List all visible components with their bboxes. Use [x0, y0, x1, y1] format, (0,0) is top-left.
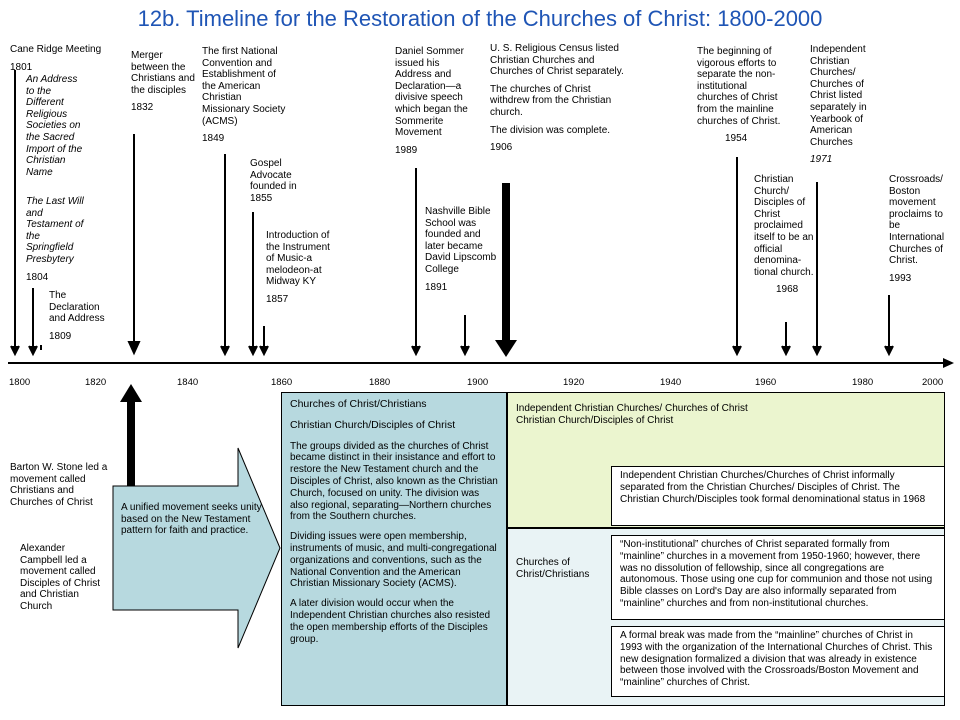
event-label: The Declaration and Address: [49, 290, 105, 325]
event-merger: Merger between the Christians and the di…: [131, 50, 197, 114]
green-box-line: Independent Christian Churches/ Churches…: [516, 403, 748, 414]
event-cane-ridge: Cane Ridge Meeting 1801: [10, 44, 101, 73]
event-gospel-advocate: Gospel Advocate founded in 1855: [250, 158, 310, 204]
arrow-1954: [732, 157, 742, 357]
event-instrument: Introduction of the Instrument of Music-…: [266, 230, 336, 306]
event-year: 1954: [725, 133, 748, 145]
event-year: 1849: [202, 133, 225, 145]
axis-label: 1920: [563, 377, 585, 388]
event-year: 1906: [490, 142, 513, 154]
event-year: 1891: [425, 281, 448, 293]
event-label: Nashville Bible School was founded and l…: [425, 206, 497, 275]
arrow-1855: [248, 212, 258, 357]
event-year: 1832: [131, 102, 154, 114]
axis-label: 1860: [271, 377, 293, 388]
event-label: Christian Church/ Disciples of Christ pr…: [754, 174, 814, 278]
event-label: Merger between the Christians and the di…: [131, 50, 195, 96]
event-denomination: Christian Church/ Disciples of Christ pr…: [754, 174, 814, 296]
center-heading-1: Churches of Christ/Christians: [290, 398, 427, 410]
event-label: The Last Will and Testament of the Sprin…: [26, 196, 84, 265]
event-year: 1971: [810, 154, 833, 166]
arrow-1993: [884, 295, 894, 357]
event-nashville: Nashville Bible School was founded and l…: [425, 206, 497, 293]
event-label: U. S. Religious Census listed Christian …: [490, 43, 624, 78]
event-noninstitutional: The beginning of vigorous efforts to sep…: [697, 46, 789, 145]
axis-label: 1940: [660, 377, 682, 388]
center-box: Churches of Christ/Christians Christian …: [281, 392, 507, 706]
event-address: An Address to the Different Religious So…: [26, 74, 88, 178]
unity-arrow-shape: [112, 447, 281, 649]
event-year: 1993: [889, 272, 912, 284]
event-last-will: The Last Will and Testament of the Sprin…: [26, 196, 88, 283]
axis-label: 1960: [755, 377, 777, 388]
event-census: U. S. Religious Census listed Christian …: [490, 43, 630, 154]
arrow-1801: [10, 70, 20, 357]
event-independent: Independent Christian Churches/ Churches…: [810, 44, 878, 166]
event-year: 1968: [776, 284, 799, 296]
event-crossroads: Crossroads/ Boston movement proclaims to…: [889, 174, 955, 284]
event-year: 1809: [49, 330, 72, 342]
axis-label: 2000: [922, 377, 944, 388]
arrow-1971: [812, 182, 822, 357]
note-noninstitutional: “Non-institutional” churches of Christ s…: [611, 535, 945, 620]
arrow-1968: [781, 322, 791, 357]
axis-label: 1840: [177, 377, 199, 388]
note-stone: Barton W. Stone led a movement called Ch…: [10, 462, 108, 508]
event-declaration: The Declaration and Address 1809: [49, 290, 115, 342]
axis-label: 1820: [85, 377, 107, 388]
event-label: The division was complete.: [490, 124, 611, 136]
axis-arrowhead: [943, 358, 954, 368]
center-paragraph: The groups divided as the churches of Ch…: [290, 440, 498, 523]
event-label: The beginning of vigorous efforts to sep…: [697, 46, 781, 127]
arrow-1832: [127, 134, 141, 356]
note-1968: Independent Christian Churches/Churches …: [611, 466, 945, 526]
arrow-1804: [28, 288, 38, 357]
blue-box-label: Churches of Christ/Christians: [516, 557, 590, 580]
note-campbell: Alexander Campbell led a movement called…: [20, 543, 101, 612]
event-label: Cane Ridge Meeting: [10, 44, 102, 55]
event-label: Independent Christian Churches/ Churches…: [810, 44, 867, 148]
event-label: Gospel Advocate founded in 1855: [250, 158, 297, 204]
page-title: 12b. Timeline for the Restoration of the…: [137, 6, 823, 31]
center-heading-2: Christian Church/Disciples of Christ: [290, 418, 456, 431]
green-box-line: Christian Church/Disciples of Christ: [516, 414, 674, 426]
arrow-1849: [220, 154, 230, 357]
axis-label: 1800: [9, 377, 31, 388]
event-label: The churches of Christ withdrew from the…: [490, 83, 612, 118]
event-year: 1801: [10, 61, 33, 73]
event-acms: The first National Convention and Establ…: [202, 46, 292, 145]
arrow-1906-bold: [495, 183, 517, 357]
event-year: 1857: [266, 293, 289, 305]
event-label: Introduction of the Instrument of Music-…: [266, 230, 330, 288]
event-label: An Address to the Different Religious So…: [26, 74, 83, 178]
event-sommer: Daniel Sommer issued his Address and Dec…: [395, 46, 475, 156]
arrow-1891: [460, 315, 470, 357]
unity-arrow-text: A unified movement seeks unity based on …: [121, 502, 262, 537]
axis-label: 1880: [369, 377, 391, 388]
event-label: The first National Convention and Establ…: [202, 46, 286, 127]
center-paragraph: Dividing issues were open membership, in…: [290, 531, 497, 590]
arrow-1857: [259, 326, 269, 357]
arrow-1889: [411, 168, 421, 357]
center-paragraph: A later division would occur when the In…: [290, 598, 491, 645]
event-label: Crossroads/ Boston movement proclaims to…: [889, 174, 945, 267]
event-label: Daniel Sommer issued his Address and Dec…: [395, 46, 468, 139]
axis-label: 1980: [852, 377, 874, 388]
event-year: 1804: [26, 271, 49, 283]
event-year: 1989: [395, 144, 418, 156]
axis-label: 1900: [467, 377, 489, 388]
note-1993: A formal break was made from the “mainli…: [611, 626, 945, 697]
